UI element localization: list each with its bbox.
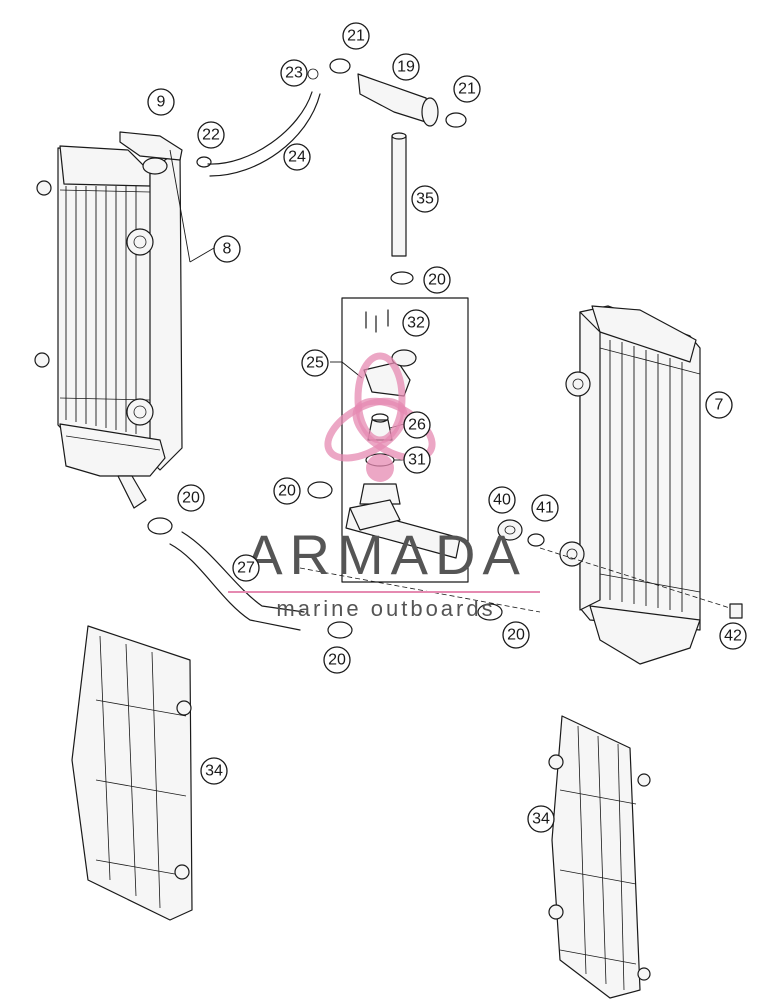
callout-32: 32	[402, 309, 430, 337]
left-guard	[71, 625, 193, 921]
callout-34: 34	[527, 805, 555, 833]
callout-20: 20	[423, 266, 451, 294]
svg-text:34: 34	[532, 811, 550, 828]
svg-text:20: 20	[328, 652, 346, 669]
svg-text:21: 21	[458, 81, 476, 98]
right-guard	[548, 715, 651, 999]
svg-text:20: 20	[278, 483, 296, 500]
svg-text:20: 20	[428, 272, 446, 289]
callout-22: 22	[197, 121, 225, 149]
left-radiator	[34, 131, 183, 509]
callout-21: 21	[453, 75, 481, 103]
svg-text:25: 25	[306, 355, 324, 372]
callout-9: 9	[147, 88, 175, 116]
svg-text:35: 35	[416, 191, 434, 208]
callout-20: 20	[177, 484, 205, 512]
callout-21: 21	[342, 22, 370, 50]
svg-text:41: 41	[536, 500, 554, 517]
callout-7: 7	[705, 391, 733, 419]
watermark-tagline: marine outboards	[276, 596, 495, 621]
callout-19: 19	[392, 53, 420, 81]
watermark-logo-icon	[324, 352, 436, 482]
callout-24: 24	[283, 143, 311, 171]
callout-20: 20	[273, 477, 301, 505]
svg-text:22: 22	[202, 127, 220, 144]
leader-lines	[169, 149, 405, 461]
callout-27: 27	[232, 554, 260, 582]
svg-text:20: 20	[507, 627, 525, 644]
svg-text:8: 8	[223, 241, 232, 258]
svg-text:9: 9	[157, 94, 166, 111]
callout-23: 23	[280, 59, 308, 87]
callout-25: 25	[301, 349, 329, 377]
svg-text:19: 19	[397, 59, 415, 76]
svg-text:24: 24	[288, 149, 306, 166]
callout-20: 20	[323, 646, 351, 674]
callout-40: 40	[488, 486, 516, 514]
svg-text:7: 7	[715, 397, 724, 414]
watermark-brand: ARMADA	[245, 523, 527, 586]
svg-text:23: 23	[285, 65, 303, 82]
svg-text:26: 26	[408, 417, 426, 434]
callout-42: 42	[719, 622, 747, 650]
callout-26: 26	[403, 411, 431, 439]
callout-8: 8	[213, 235, 241, 263]
callout-31: 31	[403, 446, 431, 474]
callout-34: 34	[200, 757, 228, 785]
callouts: 21 23 19 21 9 22 24 8 35 20 32 25 7 26 3…	[147, 22, 747, 833]
svg-text:32: 32	[407, 315, 425, 332]
svg-text:27: 27	[237, 560, 255, 577]
svg-text:21: 21	[347, 28, 365, 45]
svg-text:31: 31	[408, 452, 426, 469]
clamps	[147, 58, 503, 639]
small-parts	[299, 519, 743, 619]
right-radiator	[559, 305, 701, 665]
svg-text:42: 42	[724, 628, 742, 645]
svg-text:34: 34	[205, 763, 223, 780]
callout-41: 41	[531, 494, 559, 522]
watermark: ARMADA marine outboards	[228, 352, 540, 621]
callout-20: 20	[502, 621, 530, 649]
callout-35: 35	[411, 185, 439, 213]
svg-text:20: 20	[182, 490, 200, 507]
svg-text:40: 40	[493, 492, 511, 509]
